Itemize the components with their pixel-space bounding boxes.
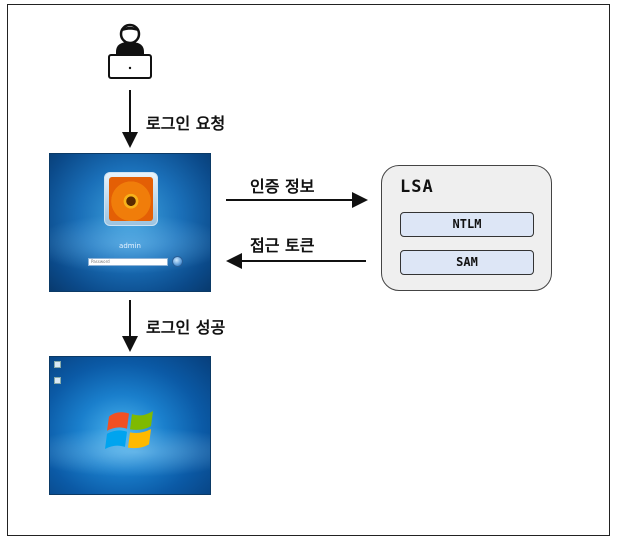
- ntlm-module: NTLM: [400, 212, 534, 237]
- access-token-label: 접근 토큰: [250, 236, 315, 255]
- recycle-bin-icon[interactable]: [54, 361, 61, 368]
- arrow-right-icon[interactable]: [172, 256, 183, 267]
- flower-avatar-icon: [109, 177, 153, 221]
- login-success-label: 로그인 성공: [146, 318, 226, 337]
- auth-info-label: 인증 정보: [250, 177, 315, 196]
- login-request-label: 로그인 요청: [146, 114, 226, 133]
- avatar: [104, 172, 158, 226]
- windows-logo-icon: [105, 410, 153, 449]
- username-label: admin: [119, 242, 141, 250]
- desktop-shortcut-icon[interactable]: [54, 377, 61, 384]
- windows-login-screen: admin Password: [49, 153, 211, 292]
- windows-desktop-screen: [49, 356, 211, 495]
- sam-module: SAM: [400, 250, 534, 275]
- lsa-title: LSA: [400, 177, 434, 197]
- user-laptop-icon: [108, 23, 152, 79]
- lsa-box: LSA NTLM SAM: [381, 165, 552, 291]
- password-input[interactable]: Password: [88, 258, 168, 266]
